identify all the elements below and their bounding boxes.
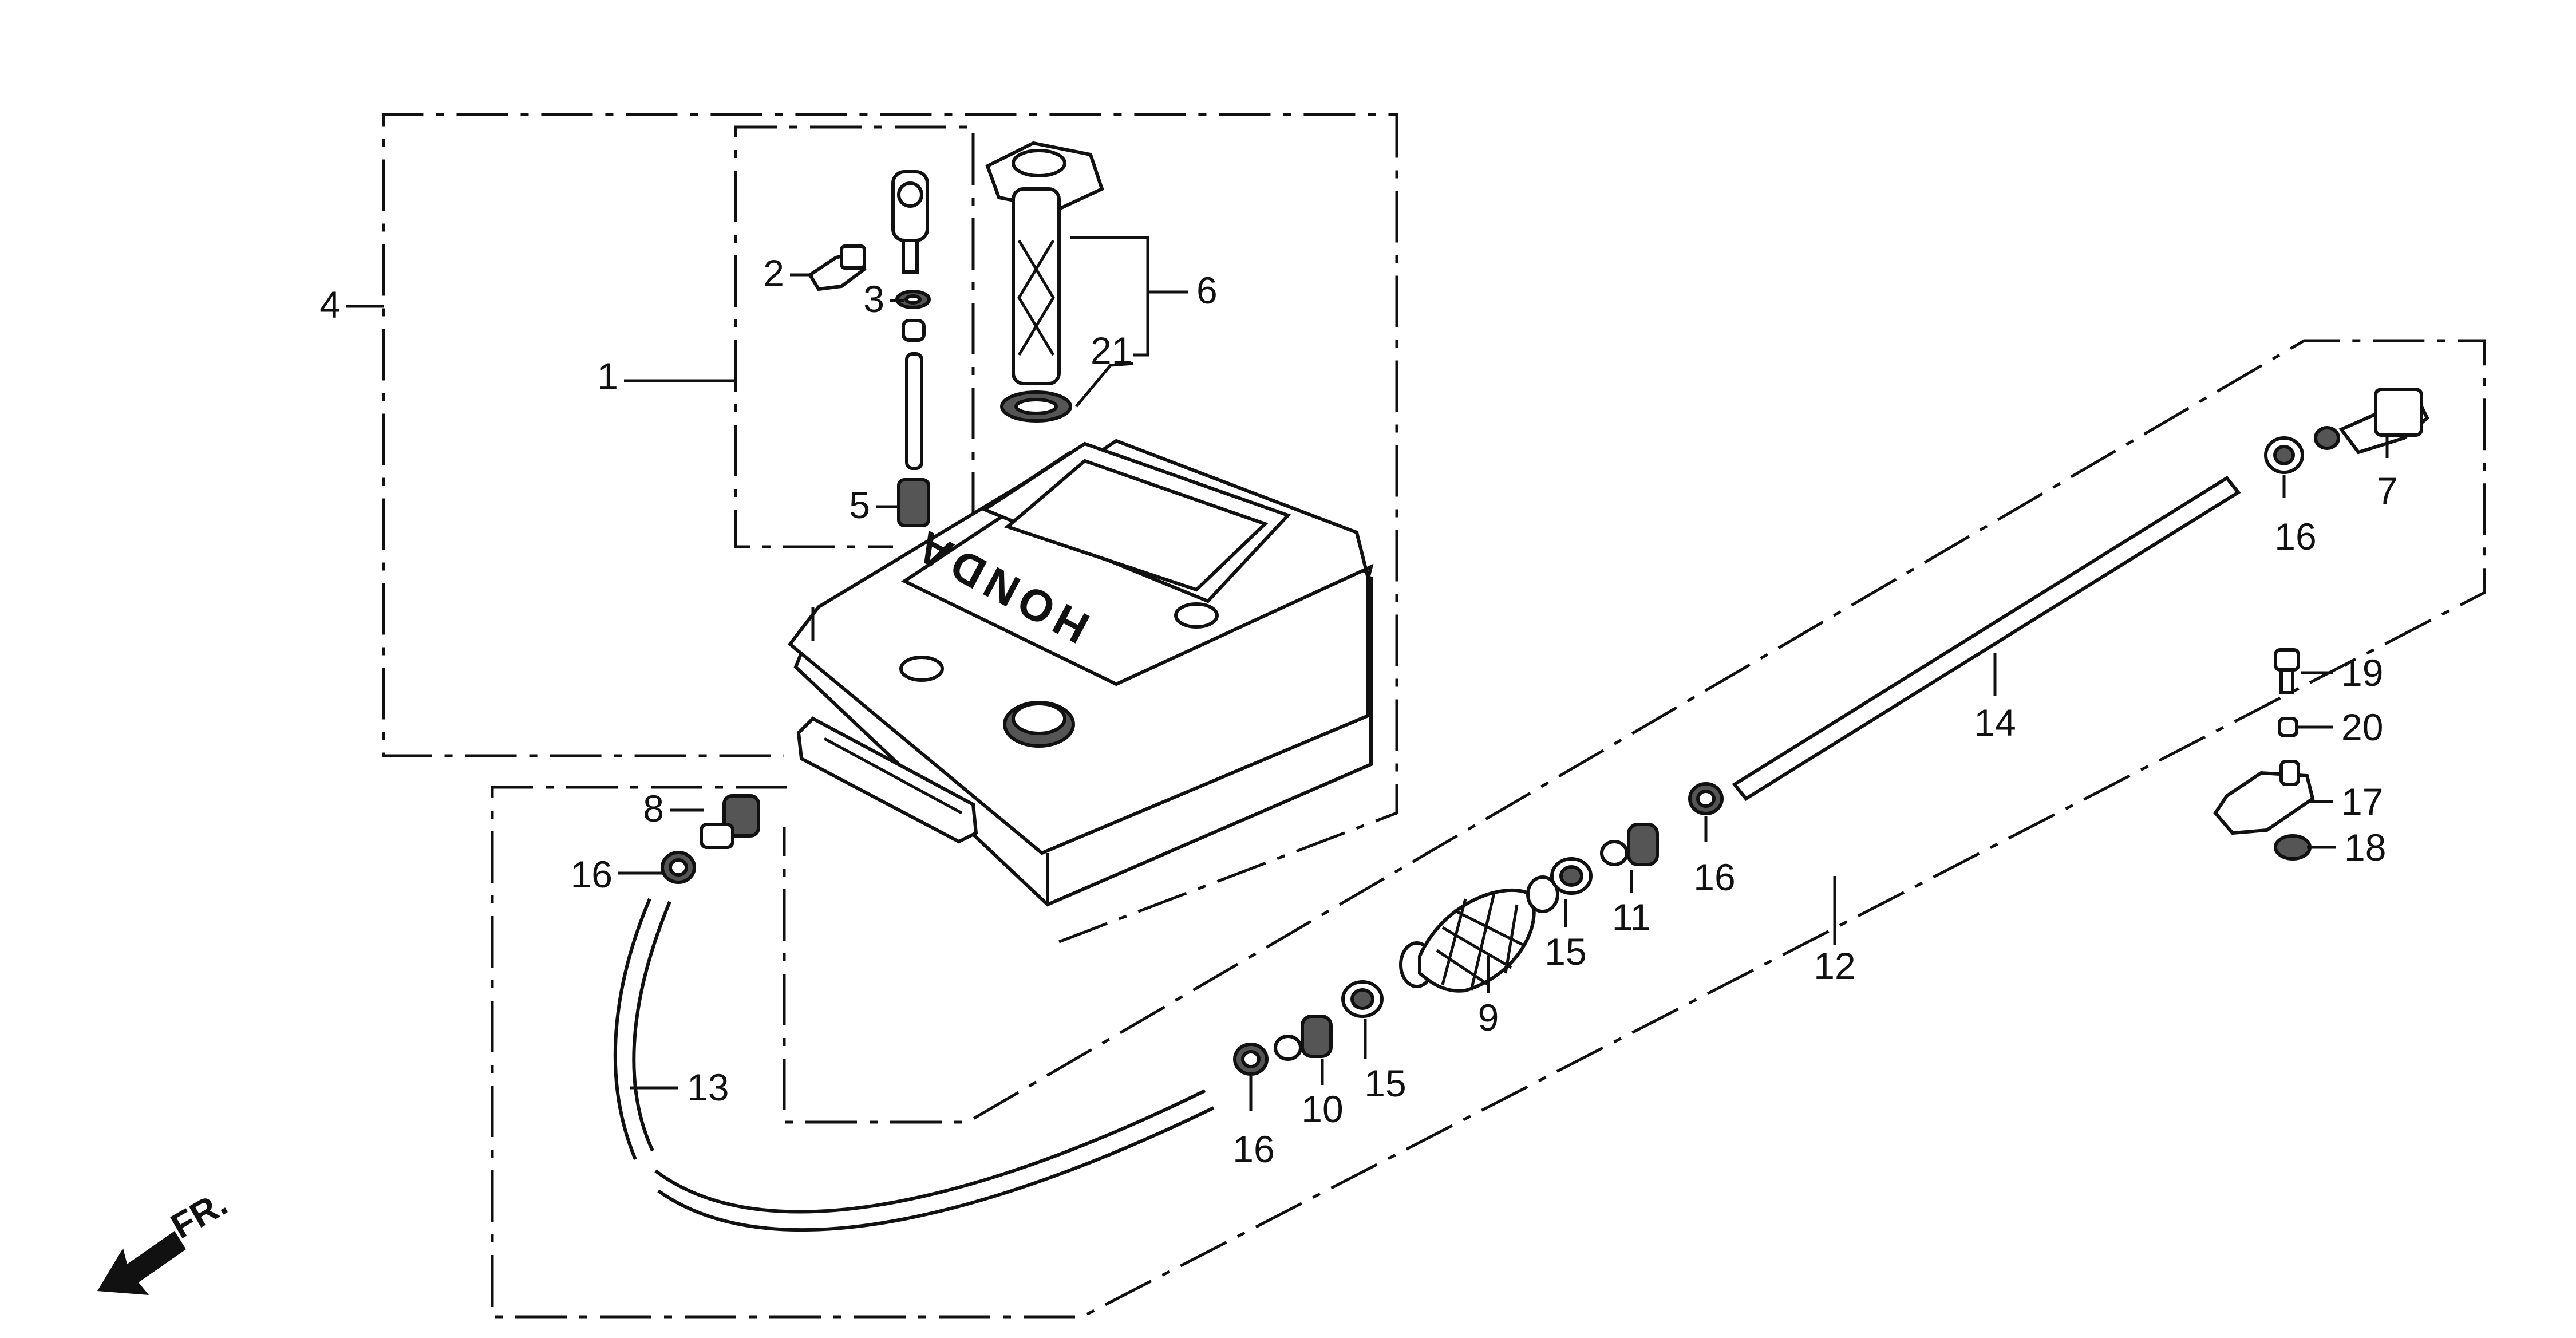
callout-16-tank: 16 bbox=[571, 853, 613, 895]
fuel-tube-14 bbox=[1732, 476, 2241, 801]
callout-7: 7 bbox=[2377, 469, 2398, 512]
hose-clamp-16-upper bbox=[2264, 436, 2304, 474]
callout-8: 8 bbox=[643, 787, 664, 830]
tank-connector-8 bbox=[700, 794, 760, 849]
vent-screw-2 bbox=[807, 244, 867, 291]
clamp-15-upper bbox=[1550, 857, 1593, 895]
fuel-tank: HONDA bbox=[787, 439, 1374, 907]
fuel-gauge bbox=[985, 141, 1104, 423]
callout-14: 14 bbox=[1974, 701, 2016, 744]
callout-19: 19 bbox=[2341, 652, 2383, 694]
callouts: 1 2 3 4 5 6 7 8 9 10 11 12 13 14 15 15 1… bbox=[319, 252, 2397, 1170]
group-boundary-tank-assembly bbox=[382, 113, 1398, 944]
callout-11: 11 bbox=[1612, 896, 1652, 938]
washer-18 bbox=[2274, 834, 2312, 861]
callout-21: 21 bbox=[1091, 329, 1132, 372]
callout-6: 6 bbox=[1196, 269, 1218, 311]
callout-5: 5 bbox=[849, 484, 870, 526]
hose-clamp-16-lower bbox=[1233, 1043, 1269, 1076]
callout-15-lower: 15 bbox=[1364, 1062, 1406, 1104]
callout-10: 10 bbox=[1301, 1088, 1343, 1130]
callout-17: 17 bbox=[2341, 780, 2383, 823]
bolt-19 bbox=[2274, 648, 2300, 694]
front-arrow-icon bbox=[97, 1231, 186, 1295]
callout-16-lower: 16 bbox=[1232, 1128, 1274, 1170]
connector-7 bbox=[2314, 388, 2429, 455]
clamp-15-lower bbox=[1341, 980, 1384, 1018]
small-collar bbox=[902, 319, 926, 342]
callout-1: 1 bbox=[597, 355, 618, 397]
hose-clamp-16-mid bbox=[1688, 782, 1724, 815]
collar-20 bbox=[2278, 717, 2298, 737]
filter-5 bbox=[897, 478, 930, 527]
callout-13: 13 bbox=[687, 1066, 729, 1108]
breather-joint bbox=[891, 170, 929, 274]
fuel-joint-17 bbox=[2213, 760, 2315, 835]
callout-16-upper: 16 bbox=[2274, 515, 2316, 558]
callout-15-upper: 15 bbox=[1544, 930, 1586, 973]
group-boundary-hose-assembly bbox=[491, 339, 2486, 1319]
callout-16-mid: 16 bbox=[1693, 856, 1735, 898]
fuel-hose-13 bbox=[613, 898, 1215, 1232]
leader-lines bbox=[346, 236, 2389, 1111]
callout-12: 12 bbox=[1814, 945, 1855, 987]
primer-bulb-9 bbox=[1399, 875, 1559, 993]
check-valve-11 bbox=[1600, 823, 1659, 866]
check-valve-10 bbox=[1274, 1015, 1333, 1061]
front-direction-indicator: FR. bbox=[97, 1183, 234, 1295]
callout-3: 3 bbox=[863, 278, 884, 320]
hose-clamp-16-tank bbox=[661, 851, 696, 884]
callout-2: 2 bbox=[763, 252, 784, 294]
group-boundary-inner-1 bbox=[734, 125, 975, 548]
vent-tube bbox=[905, 352, 923, 470]
callout-4: 4 bbox=[319, 283, 341, 326]
callout-18: 18 bbox=[2344, 826, 2386, 869]
callout-20: 20 bbox=[2341, 706, 2383, 748]
callout-9: 9 bbox=[1478, 996, 1499, 1039]
